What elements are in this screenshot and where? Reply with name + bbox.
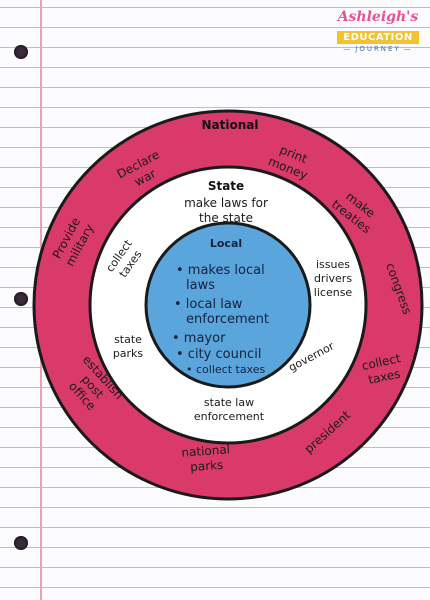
local-item: • collect taxes <box>186 363 265 376</box>
brand-education: EDUCATION <box>337 31 419 44</box>
binder-hole <box>14 536 28 550</box>
binder-hole <box>14 45 28 59</box>
local-item: • city council <box>176 347 261 362</box>
brand-journey: JOURNEY <box>332 45 424 53</box>
local-circle <box>144 221 312 389</box>
national-item: collecttaxes <box>360 351 405 388</box>
brand-logo: Ashleigh's EDUCATION JOURNEY <box>332 10 424 53</box>
brand-name: Ashleigh's <box>337 9 419 25</box>
state-title: State <box>208 179 244 193</box>
binder-hole <box>14 292 28 306</box>
local-title: Local <box>210 237 242 250</box>
national-title: National <box>202 118 259 132</box>
national-item: nationalparks <box>181 442 232 474</box>
local-item: • mayor <box>172 331 226 346</box>
